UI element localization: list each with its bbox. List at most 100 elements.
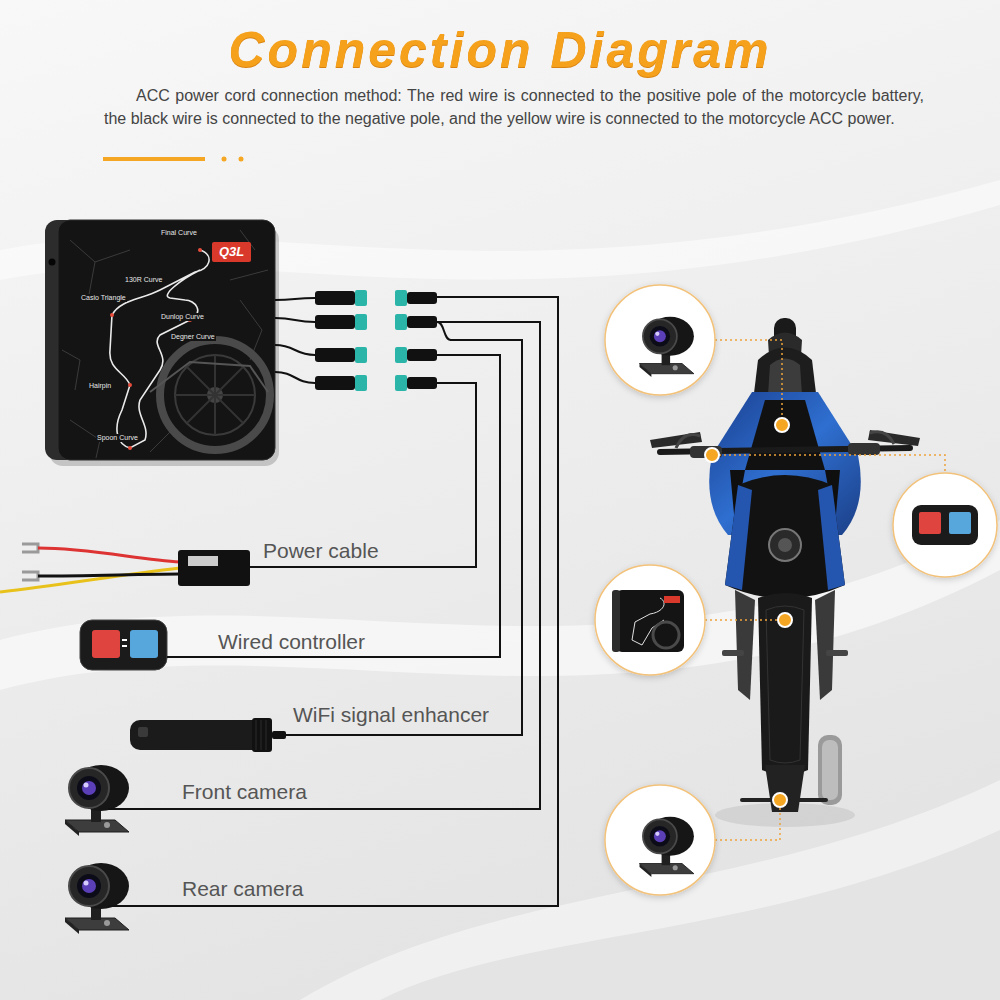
dvr-unit-drawing [175, 355, 255, 435]
location-dot [778, 613, 792, 627]
wired-controller-drawing [122, 645, 127, 647]
wired-controller-drawing [80, 620, 167, 670]
callout-icon [612, 317, 978, 877]
track-corner-name: Dunlop Curve [160, 313, 205, 321]
title-decoration [103, 157, 205, 161]
plug-connectors [395, 375, 407, 391]
track-corner-name: 130R Curve [124, 276, 163, 284]
motorcycle-drawing [676, 432, 894, 448]
rear-camera-drawing [65, 863, 129, 934]
wifi-enhancer-drawing [130, 718, 286, 752]
front-camera-drawing [65, 765, 129, 836]
wifi-enhancer-drawing [272, 731, 286, 739]
motorcycle-drawing [818, 485, 845, 590]
location-dot [775, 418, 789, 432]
dvr-unit-drawing [128, 446, 132, 450]
cable-line [167, 656, 372, 658]
dvr-unit: Q3L [40, 215, 450, 470]
component-name: WiFi signal enhancer [293, 703, 489, 727]
component-label: Power cable [250, 536, 385, 569]
track-corner-name: Hairpin [88, 382, 112, 390]
dvr-unit-drawing [110, 313, 114, 317]
callout-circle [595, 285, 997, 895]
dvr-unit-drawing [128, 383, 132, 387]
component-label: Front camera [128, 776, 313, 811]
component-name: Front camera [182, 780, 307, 804]
wifi-enhancer-drawing [130, 720, 270, 750]
track-corner-name: Degner Curve [170, 333, 216, 341]
plug-connectors [355, 375, 367, 391]
power-cable-drawing [0, 544, 250, 592]
callout-icon [640, 817, 694, 877]
track-corner-name: Spoon Curve [96, 434, 139, 442]
wired-controller-drawing [80, 620, 167, 670]
power-cable-drawing [38, 548, 180, 562]
callout-circle [893, 473, 997, 577]
plug-connectors [407, 377, 437, 389]
wired-controller-drawing [92, 630, 120, 658]
leader-line [715, 807, 780, 840]
plug-connectors [437, 297, 451, 383]
plug-connectors [315, 376, 355, 390]
motorcycle-drawing [769, 529, 801, 561]
component-name: Power cable [263, 539, 379, 563]
callout-icon [912, 505, 978, 545]
power-cable-drawing [38, 574, 180, 576]
callout-icon [653, 622, 679, 648]
callout-icon [616, 590, 684, 652]
motorcycle-drawing [735, 590, 755, 700]
track-corner-name: Casio Triangle [80, 294, 127, 302]
component-name: Wired controller [218, 630, 365, 654]
plug-connectors [407, 292, 437, 304]
component-label: Wired controller [167, 628, 372, 659]
callout-icon [640, 317, 694, 377]
plug-connectors [355, 347, 367, 363]
track-corner-name: Final Curve [160, 229, 198, 237]
leader-line [705, 340, 945, 840]
plug-connectors [395, 290, 407, 306]
title-decoration [103, 157, 244, 162]
wifi-enhancer-drawing [252, 718, 272, 752]
plug-connectors [315, 291, 355, 305]
cable-connector [310, 297, 558, 906]
plug-connectors [315, 315, 355, 329]
power-cable-drawing [22, 544, 38, 552]
cable-line [128, 808, 313, 810]
component-label: WiFi signal enhancer [285, 700, 496, 737]
motorcycle-drawing [778, 538, 792, 552]
cable-line [128, 905, 310, 907]
callout-icon [949, 512, 971, 534]
leader-line [705, 619, 778, 621]
dvr-unit-drawing [58, 220, 275, 460]
connector-group [310, 297, 558, 906]
leader-line [715, 340, 782, 418]
plug-connectors [355, 290, 367, 306]
dvr-unit-drawing [160, 340, 270, 450]
callout-icon [632, 598, 664, 645]
motorcycle-drawing [848, 443, 880, 455]
power-cable-drawing [178, 550, 250, 586]
location-dot [705, 418, 792, 807]
callout-icon [919, 512, 941, 534]
plug-connectors [395, 347, 407, 363]
component-label: Rear camera [128, 873, 310, 908]
cable-line [285, 734, 496, 736]
motorcycle-drawing [826, 650, 848, 656]
callout-circle [595, 565, 705, 675]
cable-connector [372, 355, 500, 657]
instruction-note: ACC power cord connection method: The re… [104, 84, 924, 130]
dvr-unit-drawing [198, 248, 202, 252]
component-name: Rear camera [182, 877, 303, 901]
callout-icon [612, 590, 620, 652]
motorcycle-drawing [822, 740, 838, 800]
motorcycle-drawing [766, 606, 804, 763]
rear-camera-drawing [65, 863, 130, 934]
motorcycle-drawing [722, 650, 744, 656]
plug-connectors [407, 316, 437, 328]
